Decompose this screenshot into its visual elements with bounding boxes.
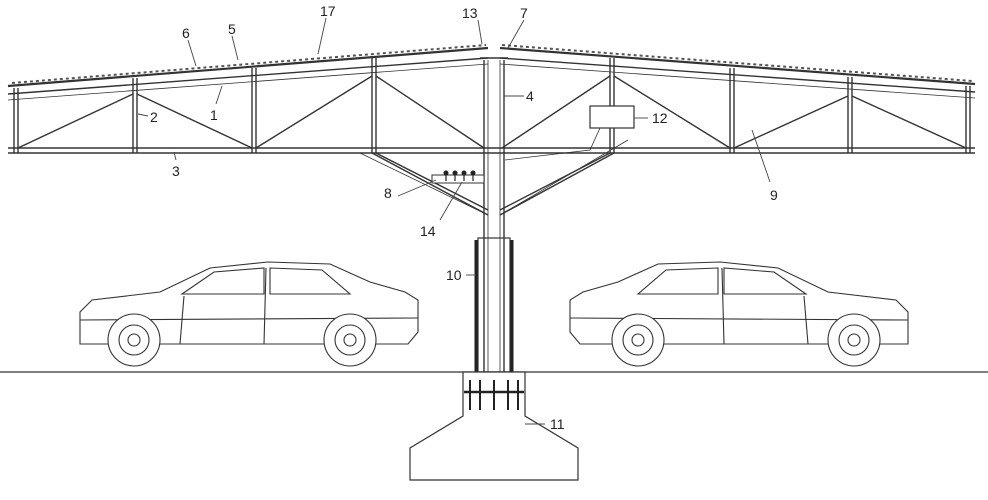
car-left-door-line (179, 295, 185, 345)
truss-diagonal (17, 93, 134, 149)
car-left-window-rear (269, 267, 352, 295)
label-6: 6 (182, 25, 190, 41)
equipment (431, 105, 635, 184)
label-8: 8 (384, 185, 392, 201)
label-7: 7 (520, 5, 528, 21)
upper-chord-left (7, 63, 489, 101)
car-right-door-line (803, 295, 809, 345)
truss-diagonal (733, 95, 849, 149)
car-left-rear-wheel (323, 313, 377, 367)
label-17: 17 (320, 3, 336, 19)
callout-labels: 1 2 3 4 5 6 7 8 9 10 11 12 13 14 17 (150, 3, 778, 432)
car-right-front-wheel (827, 313, 881, 367)
car-left-door-line (263, 267, 267, 345)
top-chord-right-upper (499, 46, 976, 86)
car-left-window-front (180, 267, 265, 295)
label-1: 1 (210, 107, 218, 123)
car-left-rear-hub (334, 324, 366, 356)
upper-chord-right (499, 63, 976, 99)
charger-connectors (443, 170, 476, 181)
car-right-window-rear (636, 267, 719, 295)
foundation-footing (409, 371, 579, 481)
brace-strut-left-outer (359, 152, 489, 216)
car-right-door-line (721, 267, 725, 345)
cable-route (504, 127, 601, 161)
solar-panel-row-right (501, 44, 973, 82)
brace-strut-left (371, 152, 489, 216)
leader-lines (137, 17, 771, 425)
label-5: 5 (228, 21, 236, 37)
top-chord-left-upper (7, 46, 489, 88)
inverter-box (589, 105, 635, 129)
car-left-front-wheel (107, 313, 161, 367)
truss-diagonal (255, 75, 373, 149)
solar-panel-row-left (11, 44, 487, 84)
top-chord-left-lower (7, 57, 489, 95)
brace-strut-right-inner (499, 152, 611, 211)
truss-diagonal (851, 95, 967, 149)
car-left (79, 261, 419, 367)
label-11: 11 (550, 416, 565, 432)
car-right-window-front (723, 267, 808, 295)
label-10: 10 (446, 267, 462, 283)
top-chord-right-lower (499, 57, 976, 93)
truss-structure (7, 44, 976, 216)
label-4: 4 (526, 88, 534, 104)
truss-diagonal (375, 75, 485, 149)
brace-strut-right (499, 152, 615, 216)
car-right (569, 261, 909, 367)
charger-unit (431, 174, 485, 184)
car-right-rear-wheel (611, 313, 665, 367)
truss-diagonal (613, 75, 731, 149)
label-12: 12 (652, 110, 668, 126)
label-13: 13 (462, 5, 478, 21)
brace-strut-right-outer (499, 139, 629, 216)
label-9: 9 (770, 187, 778, 203)
label-2: 2 (150, 109, 158, 125)
label-3: 3 (172, 163, 180, 179)
foundation (409, 371, 579, 481)
column-sleeve (477, 237, 511, 373)
label-14: 14 (420, 223, 436, 239)
truss-diagonal (136, 93, 253, 149)
truss-diagonal (501, 75, 611, 149)
car-left-front-hub (118, 324, 150, 356)
central-column (474, 57, 514, 373)
